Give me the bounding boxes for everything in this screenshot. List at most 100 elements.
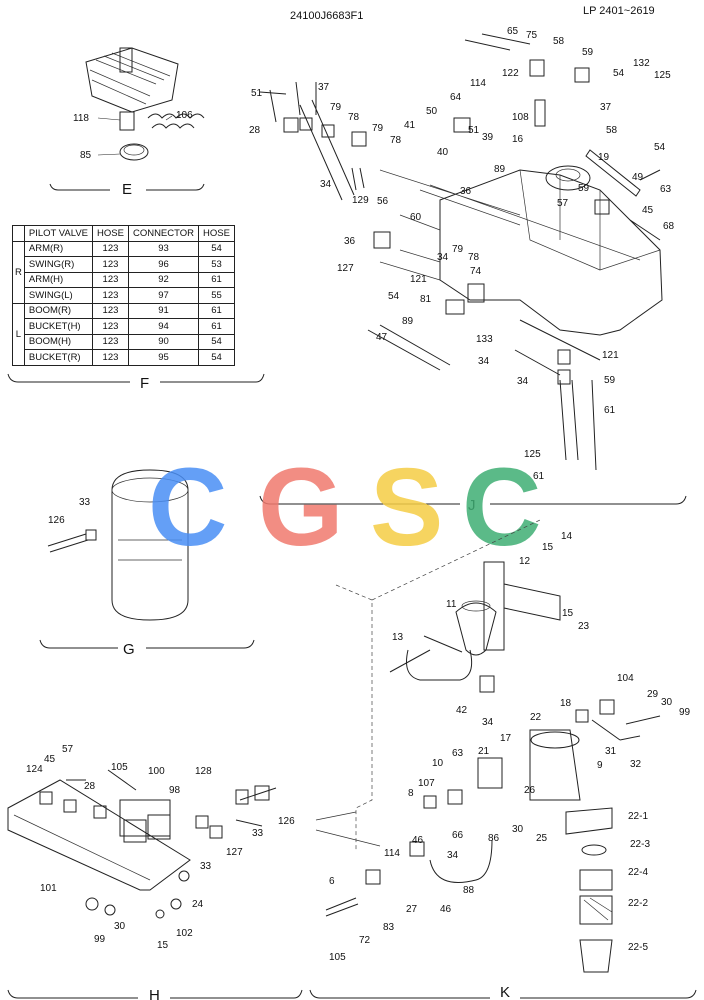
table-cell-name: ARM(H) bbox=[23, 271, 94, 288]
callout-h-57: 57 bbox=[62, 744, 74, 755]
section-f-label: F bbox=[140, 375, 149, 392]
callout-k-46-b: 46 bbox=[440, 904, 452, 915]
callout-h-105: 105 bbox=[111, 762, 128, 773]
callout-g-33: 33 bbox=[79, 497, 91, 508]
callout-j-40: 40 bbox=[437, 147, 449, 158]
table-header-pilot-valve: PILOT VALVE bbox=[23, 225, 94, 242]
section-j-label: J bbox=[468, 497, 476, 514]
callout-k-6: 6 bbox=[329, 876, 335, 887]
callout-j-36-b: 36 bbox=[344, 236, 356, 247]
watermark-letter-c2: C bbox=[462, 446, 541, 569]
callout-j-125: 125 bbox=[654, 70, 671, 81]
callout-j-65: 65 bbox=[507, 26, 519, 37]
callout-j-68: 68 bbox=[663, 221, 675, 232]
callout-j-125: 125 bbox=[524, 449, 541, 460]
table-header-row: PILOT VALVE HOSE CONNECTOR HOSE bbox=[12, 225, 235, 242]
table-cell-hose: 123 bbox=[92, 287, 129, 304]
group-label-l: L bbox=[12, 302, 25, 366]
callout-k-23: 23 bbox=[578, 621, 590, 632]
table-cell-hose-2: 55 bbox=[198, 287, 235, 304]
callout-k-21: 21 bbox=[478, 746, 490, 757]
callout-k-14: 14 bbox=[561, 531, 573, 542]
callout-j-34-a: 34 bbox=[320, 179, 332, 190]
callout-j-54-c: 54 bbox=[388, 291, 400, 302]
callout-k-107: 107 bbox=[418, 778, 435, 789]
callout-k-22-4: 22-4 bbox=[628, 867, 648, 878]
callout-j-122: 122 bbox=[502, 68, 519, 79]
callout-j-59-c: 59 bbox=[604, 375, 616, 386]
section-e-label: E bbox=[122, 181, 132, 198]
callout-j-37-b: 37 bbox=[600, 102, 612, 113]
table-row: BUCKET(R) 123 95 54 bbox=[13, 349, 235, 366]
callout-j-36-a: 36 bbox=[460, 186, 472, 197]
table-cell-connector: 91 bbox=[127, 302, 200, 319]
callout-j-61-a: 61 bbox=[604, 405, 616, 416]
callout-k-72: 72 bbox=[359, 935, 371, 946]
callout-j-121-b: 121 bbox=[602, 350, 619, 361]
table-row: SWING(R) 123 96 53 bbox=[13, 256, 235, 273]
callout-j-60: 60 bbox=[410, 212, 422, 223]
callout-j-74: 74 bbox=[470, 266, 482, 277]
callout-k-29: 29 bbox=[647, 689, 659, 700]
callout-j-59-b: 59 bbox=[578, 183, 590, 194]
callout-k-30-a: 30 bbox=[661, 697, 673, 708]
callout-k-104: 104 bbox=[617, 673, 634, 684]
callout-k-15-b: 15 bbox=[562, 608, 574, 619]
table-cell-name: SWING(R) bbox=[23, 256, 94, 273]
callout-k-15-a: 15 bbox=[542, 542, 554, 553]
callout-k-11: 11 bbox=[446, 599, 457, 610]
table-cell-hose-2: 61 bbox=[198, 318, 235, 335]
callout-j-16: 16 bbox=[512, 134, 524, 145]
callout-k-22-3: 22-3 bbox=[630, 839, 650, 850]
table-cell-hose-2: 61 bbox=[198, 271, 235, 288]
callout-k-99: 99 bbox=[679, 707, 691, 718]
callout-k-22: 22 bbox=[530, 712, 542, 723]
callout-h-101: 101 bbox=[40, 883, 57, 894]
callout-j-79-c: 79 bbox=[452, 244, 464, 255]
pilot-valve-table: PILOT VALVE HOSE CONNECTOR HOSE R ARM(R)… bbox=[12, 225, 235, 366]
callout-h-15: 15 bbox=[157, 940, 169, 951]
table-cell-name: BOOM(R) bbox=[23, 302, 94, 319]
callout-j-129: 129 bbox=[352, 195, 369, 206]
table-cell-hose-2: 54 bbox=[198, 240, 235, 257]
callout-j-51-a: 51 bbox=[251, 88, 263, 99]
callout-k-17: 17 bbox=[500, 733, 512, 744]
callout-j-58: 58 bbox=[553, 36, 565, 47]
table-row: BUCKET(H) 123 94 61 bbox=[13, 318, 235, 335]
callout-k-32: 32 bbox=[630, 759, 642, 770]
table-cell-connector: 95 bbox=[127, 349, 200, 366]
section-g-label: G bbox=[123, 641, 135, 658]
callout-j-49: 49 bbox=[632, 172, 644, 183]
table-header-corner bbox=[12, 225, 25, 242]
callout-j-58-b: 58 bbox=[606, 125, 618, 136]
callout-k-22-5: 22-5 bbox=[628, 942, 648, 953]
section-f-frame bbox=[7, 373, 265, 383]
table-header-connector: CONNECTOR bbox=[127, 225, 200, 242]
table-cell-hose: 123 bbox=[92, 349, 129, 366]
callout-j-89-a: 89 bbox=[494, 164, 506, 175]
table-cell-name: BOOM(H) bbox=[23, 333, 94, 350]
callout-k-34-a: 34 bbox=[482, 717, 494, 728]
callout-h-28: 28 bbox=[84, 781, 96, 792]
callout-j-108: 108 bbox=[512, 112, 529, 123]
table-cell-connector: 97 bbox=[127, 287, 200, 304]
callout-j-78-a: 78 bbox=[348, 112, 360, 123]
callout-h-45: 45 bbox=[44, 754, 56, 765]
callout-j-39: 39 bbox=[482, 132, 494, 143]
callout-j-59: 59 bbox=[582, 47, 594, 58]
callout-j-64: 64 bbox=[450, 92, 462, 103]
callout-j-79-b: 79 bbox=[372, 123, 384, 134]
callout-k-27: 27 bbox=[406, 904, 418, 915]
callout-k-22-2: 22-2 bbox=[628, 898, 648, 909]
callout-h-33-b: 33 bbox=[200, 861, 212, 872]
table-cell-connector: 90 bbox=[127, 333, 200, 350]
watermark-letter-g: G bbox=[258, 446, 344, 569]
callout-k-9: 9 bbox=[597, 760, 603, 771]
callout-j-81: 81 bbox=[420, 294, 432, 305]
callout-e-118: 118 bbox=[73, 113, 89, 124]
group-label-r: R bbox=[12, 240, 25, 304]
callout-k-83: 83 bbox=[383, 922, 395, 933]
table-cell-name: BUCKET(R) bbox=[23, 349, 94, 366]
callout-j-54-b: 54 bbox=[654, 142, 666, 153]
